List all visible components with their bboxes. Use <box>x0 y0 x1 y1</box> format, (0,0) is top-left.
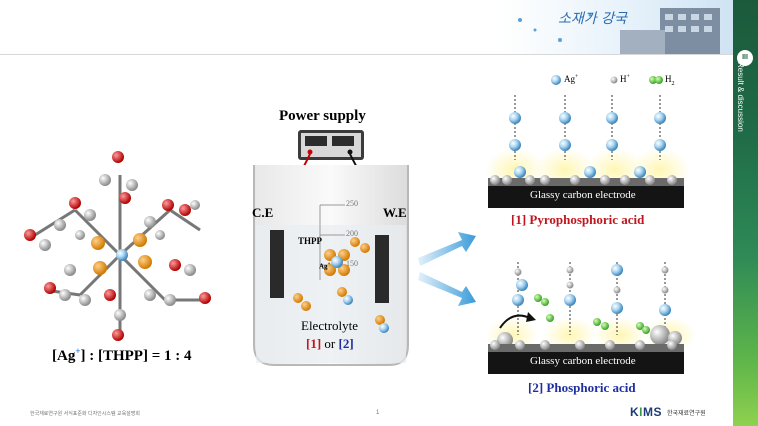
legend-h2: H2 <box>665 74 675 87</box>
working-electrode-label: W.E <box>383 205 407 220</box>
tick-200: 200 <box>346 229 358 238</box>
electrode-bar-2 <box>488 352 684 374</box>
electrode-label-1: Glassy carbon electrode <box>530 189 636 201</box>
section-side-tab <box>733 0 758 426</box>
page-number: 1 <box>376 410 380 416</box>
arrow-to-panel-1 <box>418 232 476 266</box>
legend-h2-ball <box>649 76 657 84</box>
power-supply-unit <box>298 130 364 160</box>
ag-ion-label: Ag+ <box>319 262 331 271</box>
footer-text: 한국재료연구원 서식표준화 디자인시스템 교육설명회 <box>30 411 140 417</box>
counter-electrode-label: C.E <box>252 205 274 220</box>
electrode-label-2: Glassy carbon electrode <box>530 355 636 367</box>
legend-h: H+ <box>620 74 630 84</box>
tick-250: 250 <box>346 199 358 208</box>
tick-150: 150 <box>346 259 358 268</box>
electrolyte-options: [1] or [2] <box>306 336 354 351</box>
header-divider <box>0 54 733 55</box>
kims-logo: KIMS <box>630 405 663 419</box>
legend-ag: Ag+ <box>564 74 579 84</box>
ratio-label: [Ag+] : [THPP] = 1 : 4 <box>52 346 192 364</box>
thpp-molecule-small <box>293 237 389 333</box>
working-electrode <box>375 235 389 303</box>
panel-2-illustration <box>486 262 696 374</box>
thpp-label: THPP <box>298 236 322 246</box>
electrolyte-label: Electrolyte <box>301 318 359 333</box>
org-name: 한국재료연구원 <box>667 411 706 417</box>
panel-1-caption: [1] Pyrophosphoric acid <box>511 212 645 227</box>
power-supply-label: Power supply <box>279 108 366 124</box>
panel-1-illustration <box>485 95 690 208</box>
electrode-bar-1 <box>488 186 684 208</box>
header-banner: 소재가 강국 <box>500 0 733 54</box>
thpp-molecule-model <box>24 151 211 341</box>
ag-thpp-complex <box>324 249 350 276</box>
banner-logo-text: 소재가 강국 <box>558 11 627 27</box>
arrow-to-panel-2 <box>418 272 476 306</box>
legend-ag-ball <box>551 75 561 85</box>
counter-electrode <box>270 230 284 298</box>
banner-graphic <box>500 0 733 54</box>
section-number: III <box>737 50 753 66</box>
panel-2-caption: [2] Phosphoric acid <box>528 380 636 395</box>
legend-h-ball <box>610 76 618 84</box>
